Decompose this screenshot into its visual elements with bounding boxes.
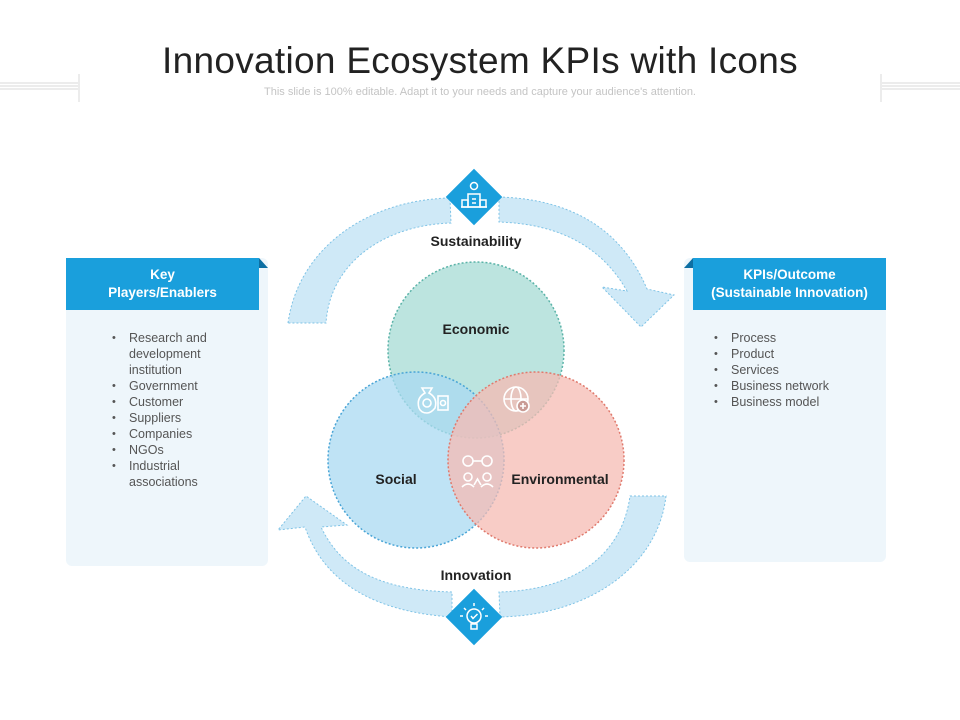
key-players-heading-line2: Players/Enablers xyxy=(108,285,217,300)
globe-leaf-icon xyxy=(503,386,530,413)
city-building-icon xyxy=(461,181,487,208)
venn-label-environmental: Environmental xyxy=(511,471,609,487)
key-players-panel: Key Players/Enablers Research and develo… xyxy=(66,258,268,566)
key-players-heading-line1: Key xyxy=(150,267,175,282)
key-players-heading: Key Players/Enablers xyxy=(66,258,259,310)
heading-fold-corner xyxy=(259,258,268,268)
list-item: Research and development institution xyxy=(112,330,224,378)
innovation-diamond xyxy=(445,588,503,646)
list-item: Business network xyxy=(714,378,864,394)
cycle-arrow-top-right xyxy=(498,196,676,328)
kpis-outcome-list: Process Product Services Business networ… xyxy=(714,330,864,410)
page-title: Innovation Ecosystem KPIs with Icons xyxy=(162,40,798,81)
key-players-list: Research and development institution Gov… xyxy=(112,330,224,490)
kpis-outcome-heading: KPIs/Outcome (Sustainable Innovation) xyxy=(693,258,886,310)
title-deco-right-lines xyxy=(880,74,960,102)
list-item: Customer xyxy=(112,394,224,410)
people-network-icon xyxy=(461,455,494,488)
lightbulb-check-icon xyxy=(460,603,488,630)
cycle-arrow-bottom-left xyxy=(276,495,453,618)
list-item: Industrial associations xyxy=(112,458,224,490)
title-deco-left-lines xyxy=(0,74,80,102)
page-subtitle: This slide is 100% editable. Adapt it to… xyxy=(264,86,696,98)
sustainability-label: Sustainability xyxy=(430,233,522,249)
venn-circle-environmental xyxy=(447,371,625,549)
kpis-outcome-heading-line1: KPIs/Outcome xyxy=(743,267,836,282)
list-item: Services xyxy=(714,362,864,378)
kpis-outcome-panel: KPIs/Outcome (Sustainable Innovation) Pr… xyxy=(684,258,886,562)
kpis-outcome-heading-line2: (Sustainable Innovation) xyxy=(711,285,868,300)
sustainability-diamond xyxy=(445,168,503,226)
cycle-arrow-top-left xyxy=(287,197,452,324)
money-bag-icon xyxy=(417,387,449,414)
list-item: Process xyxy=(714,330,864,346)
list-item: Business model xyxy=(714,394,864,410)
list-item: Companies xyxy=(112,426,224,442)
venn-label-social: Social xyxy=(375,471,417,487)
innovation-label: Innovation xyxy=(440,567,512,583)
list-item: Product xyxy=(714,346,864,362)
list-item: Government xyxy=(112,378,224,394)
heading-fold-corner xyxy=(684,258,693,268)
list-item: Suppliers xyxy=(112,410,224,426)
list-item: NGOs xyxy=(112,442,224,458)
venn-label-economic: Economic xyxy=(442,321,510,337)
